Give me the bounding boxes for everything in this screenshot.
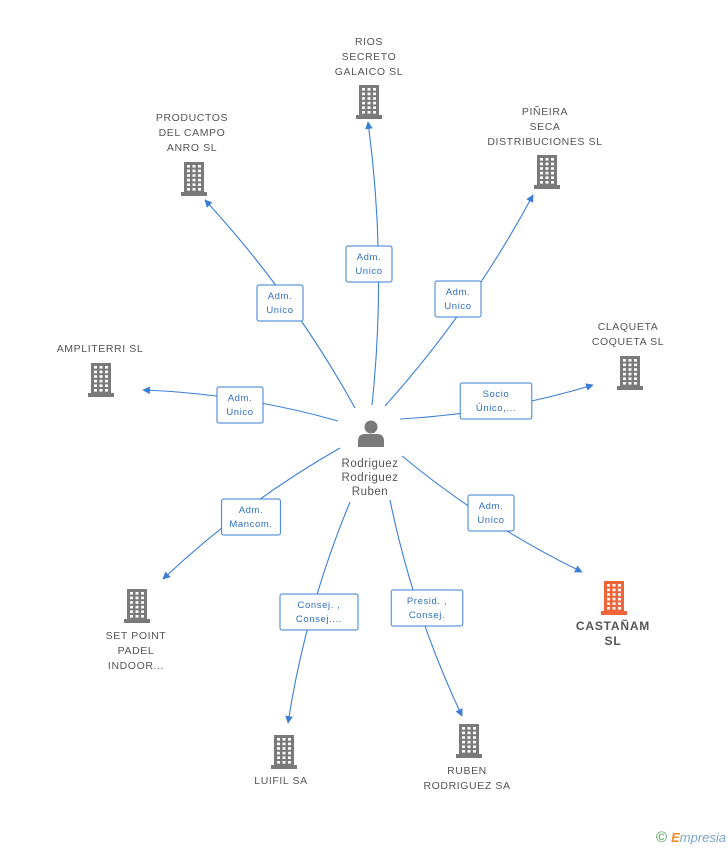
edge-label-rios[interactable]: Adm. Unico — [345, 245, 393, 283]
footer-brand[interactable]: ©Empresia — [656, 829, 726, 846]
node-label: DISTRIBUCIONES SL — [487, 136, 602, 148]
edge-labels-layer: Adm.UnicoAdm.UnicoAdm.UnicoAdm.UnicoSoci… — [216, 245, 533, 631]
person-name-label: Rodriguez — [342, 458, 399, 470]
edge-label-text: Mancom. — [229, 519, 272, 530]
node-label: LUIFIL SA — [254, 775, 307, 787]
building-icon[interactable] — [356, 85, 382, 119]
node-luifil[interactable]: LUIFIL SA — [254, 735, 307, 787]
edge-label-text: Consej. , — [298, 600, 341, 611]
node-label: ANRO SL — [167, 142, 217, 154]
node-label: SECRETO — [342, 51, 397, 63]
node-label: SET POINT — [106, 630, 167, 642]
node-label: PRODUCTOS — [156, 112, 228, 124]
node-label: COQUETA SL — [592, 336, 664, 348]
edge-label-text: Adm. — [357, 252, 382, 263]
edge-label-text: Adm. — [228, 393, 253, 404]
edge-label-text: Unico — [355, 266, 382, 277]
node-label: AMPLITERRI SL — [57, 343, 144, 355]
brand-initial: E — [671, 830, 680, 845]
building-icon[interactable] — [88, 363, 114, 397]
edge-label-text: Adm. — [446, 287, 471, 298]
node-label: RIOS — [355, 36, 383, 48]
node-ampliterri[interactable]: AMPLITERRI SL — [57, 343, 144, 397]
edge-label-ampliterri[interactable]: Adm. Unico — [216, 386, 264, 424]
building-icon[interactable] — [456, 724, 482, 758]
brand-name: mpresia — [679, 830, 726, 845]
edge-label-text: Único,... — [476, 403, 516, 414]
node-pineira[interactable]: PIÑEIRA SECA DISTRIBUCIONES SL — [487, 105, 602, 189]
edge-label-castanam[interactable]: Adm. Unico — [467, 494, 515, 532]
edge-label-text: Presid. , — [407, 596, 447, 607]
edge-label-text: Unico — [444, 301, 471, 312]
nodes-layer: RIOS SECRETO GALAICO SL PRODUCTOS DEL CAMPO A… — [57, 36, 664, 792]
building-icon[interactable] — [617, 356, 643, 390]
edge-label-text: Socio — [483, 389, 510, 400]
node-claqueta[interactable]: CLAQUETA COQUETA SL — [592, 321, 664, 390]
building-icon[interactable] — [124, 589, 150, 623]
node-label: DEL CAMPO — [159, 127, 226, 139]
edge-label-text: Adm. — [479, 501, 504, 512]
node-label: GALAICO SL — [335, 66, 403, 78]
edge-label-luifil[interactable]: Consej. , Consej.... — [279, 593, 359, 631]
edge-label-text: Unico — [266, 305, 293, 316]
edge-label-text: Consej.... — [296, 614, 342, 625]
node-label: RUBEN — [447, 765, 487, 777]
node-label: PADEL — [118, 645, 155, 657]
person-name-label: Ruben — [352, 486, 388, 498]
node-label: CLAQUETA — [598, 321, 659, 333]
edge-label-text: Unico — [226, 407, 253, 418]
edge-label-setpoint[interactable]: Adm. Mancom. — [221, 498, 281, 536]
node-label: SECA — [530, 121, 561, 133]
building-icon[interactable] — [534, 155, 560, 189]
edge-label-ruben[interactable]: Presid. , Consej. — [390, 589, 464, 627]
node-label: INDOOR... — [108, 660, 164, 672]
person-icon — [358, 420, 384, 447]
building-icon[interactable] — [601, 581, 627, 615]
edge-label-text: Consej. — [409, 610, 445, 621]
node-ruben[interactable]: RUBEN RODRIGUEZ SA — [423, 724, 510, 792]
copyright-symbol: © — [656, 829, 668, 846]
edge-label-text: Adm. — [239, 505, 264, 516]
edge-label-claqueta[interactable]: SocioÚnico,... — [459, 382, 533, 420]
edge-label-pineira[interactable]: Adm. Unico — [434, 280, 482, 318]
node-label: CASTAÑAM — [576, 618, 650, 633]
edge-label-text: Unico — [477, 515, 504, 526]
building-icon[interactable] — [271, 735, 297, 769]
edge-label-productos[interactable]: Adm. Unico — [256, 284, 304, 322]
node-label: RODRIGUEZ SA — [423, 780, 510, 792]
edge-label-text: Adm. — [268, 291, 293, 302]
person-name-label: Rodriguez — [342, 472, 399, 484]
node-label: SL — [605, 634, 622, 648]
node-productos[interactable]: PRODUCTOS DEL CAMPO ANRO SL — [156, 112, 228, 196]
building-icon[interactable] — [181, 162, 207, 196]
node-setpoint[interactable]: SET POINT PADEL INDOOR... — [106, 589, 167, 672]
node-label: PIÑEIRA — [522, 105, 568, 118]
node-rios[interactable]: RIOS SECRETO GALAICO SL — [335, 36, 403, 119]
